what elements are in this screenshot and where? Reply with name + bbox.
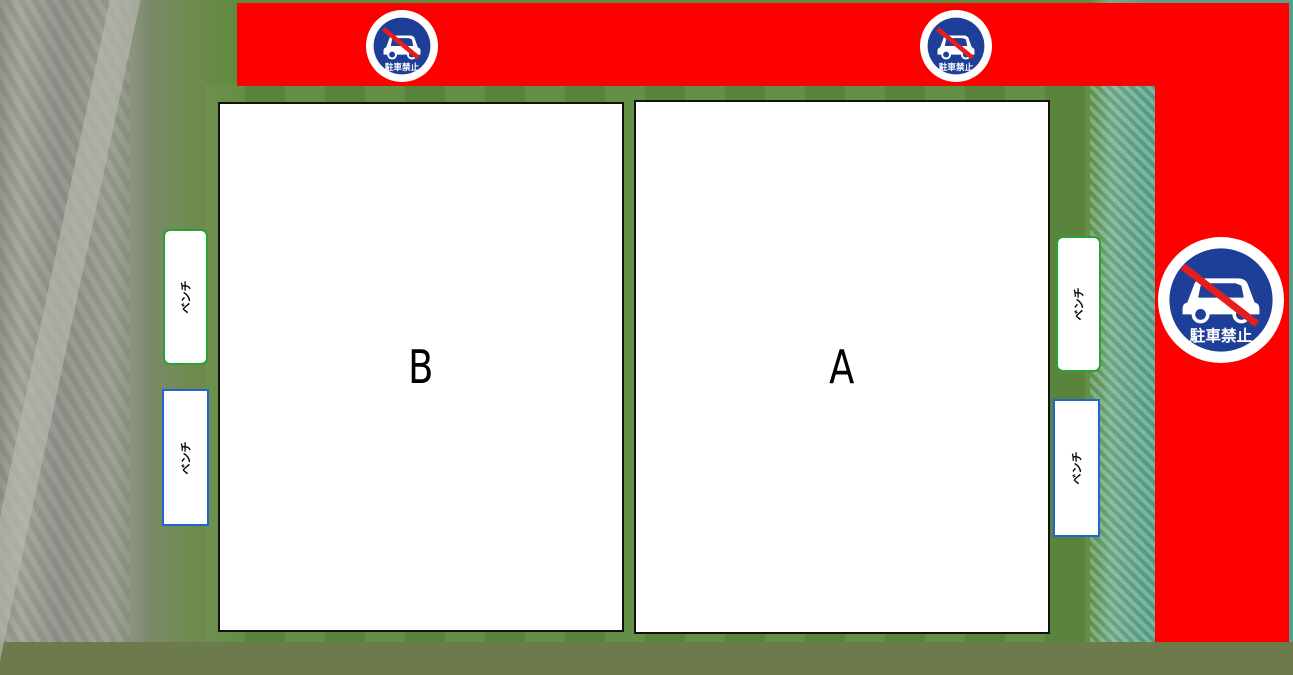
court-b[interactable]: B — [218, 102, 624, 632]
svg-text:駐車禁止: 駐車禁止 — [1190, 326, 1253, 345]
bench-label: ベンチ — [178, 441, 194, 474]
bench-a-blue: ベンチ — [1053, 399, 1100, 537]
no-parking-icon: 駐車禁止 — [920, 10, 992, 82]
no-parking-icon: 駐車禁止 — [366, 10, 438, 82]
bench-label: ベンチ — [1071, 288, 1087, 321]
bench-label: ベンチ — [178, 281, 194, 314]
bench-b-blue: ベンチ — [162, 389, 209, 526]
no-parking-zone-right — [1155, 86, 1289, 642]
svg-text:駐車禁止: 駐車禁止 — [385, 61, 420, 73]
court-label: A — [829, 340, 854, 394]
svg-text:駐車禁止: 駐車禁止 — [939, 61, 974, 73]
no-parking-icon: 駐車禁止 — [1158, 237, 1284, 363]
bench-label: ベンチ — [1069, 452, 1085, 485]
bench-a-green: ベンチ — [1056, 236, 1101, 372]
bench-b-green: ベンチ — [163, 229, 208, 365]
court-a[interactable]: A — [634, 100, 1050, 634]
court-label: B — [408, 340, 433, 394]
